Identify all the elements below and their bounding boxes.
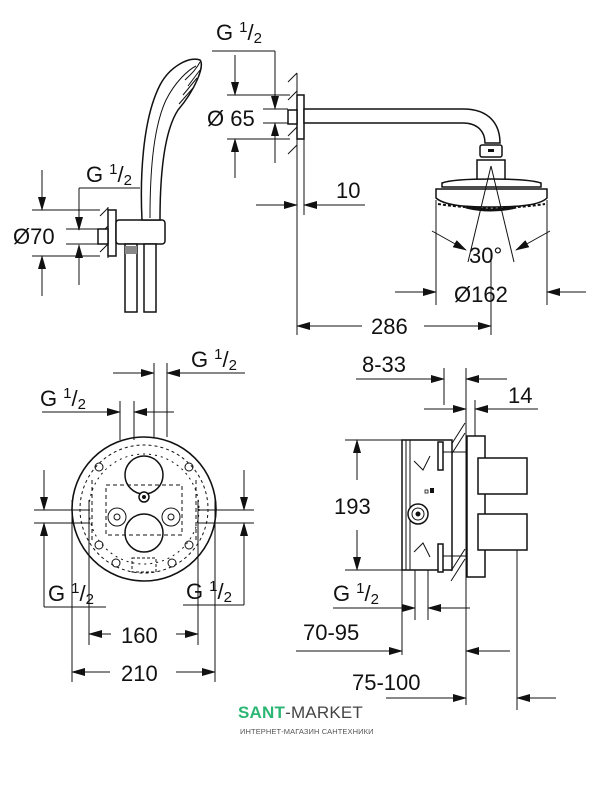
head-diameter-label: Ø162 (454, 282, 508, 307)
projection-label: 286 (371, 314, 408, 339)
depth2-label: 75-100 (352, 670, 421, 695)
watermark-tagline: ИНТЕРНЕТ-МАГАЗИН САНТЕХНИКИ (240, 727, 374, 736)
installation-depth-label: 8-33 (362, 352, 406, 377)
mixer-side-drawing (401, 372, 528, 590)
head-shower-drawing (287, 72, 548, 335)
brand-bold: SANT (238, 703, 286, 722)
mixer-front-drawing (71, 436, 217, 582)
head-flange-diameter-label: Ø 65 (207, 106, 255, 131)
spray-angle-label: 30° (469, 243, 502, 268)
wall-gap-label: 10 (336, 178, 360, 203)
hand-shower-drawing (97, 58, 202, 313)
brand-rest: -MARKET (285, 703, 363, 722)
mixer-inner-width-label: 160 (121, 623, 158, 648)
depth1-label: 70-95 (303, 620, 359, 645)
watermark-brand: SANT-MARKET (238, 703, 363, 723)
plate-label: 14 (508, 383, 532, 408)
hand-diameter-label: Ø70 (13, 224, 55, 249)
height-label: 193 (334, 494, 371, 519)
mixer-outer-width-label: 210 (121, 661, 158, 686)
